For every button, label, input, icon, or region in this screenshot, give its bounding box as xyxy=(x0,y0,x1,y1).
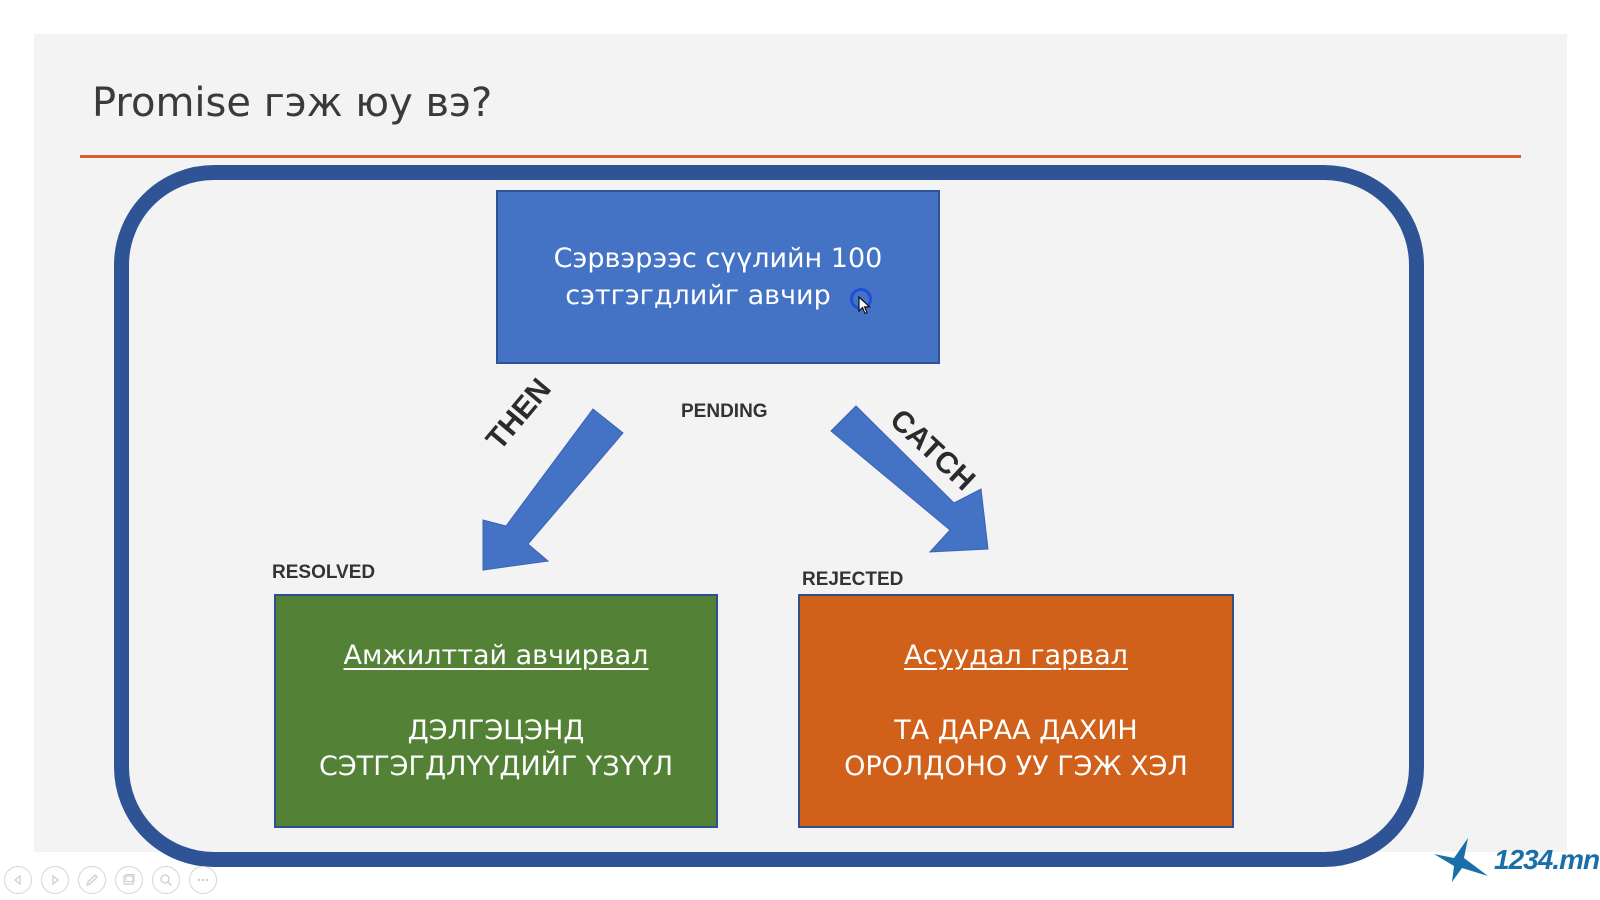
resolved-label: RESOLVED xyxy=(272,562,376,583)
logo-text: 1234.mn xyxy=(1494,844,1600,875)
pen-icon[interactable] xyxy=(78,866,106,894)
rejected-body: ТА ДАРАА ДАХИН ОРОЛДОНО УУ ГЭЖ ХЭЛ xyxy=(800,713,1232,785)
rejected-box: Асуудал гарвал ТА ДАРАА ДАХИН ОРОЛДОНО У… xyxy=(798,594,1234,828)
bird-logo-icon xyxy=(1434,838,1488,882)
zoom-icon[interactable] xyxy=(152,866,180,894)
request-line-2: сэтгэгдлийг авчир xyxy=(565,280,831,311)
resolved-body: ДЭЛГЭЦЭНД СЭТГЭГДЛҮҮДИЙГ ҮЗҮҮЛ xyxy=(276,713,716,785)
pending-label: PENDING xyxy=(681,401,768,422)
rejected-label: REJECTED xyxy=(802,569,904,590)
presentation-controls xyxy=(4,866,217,894)
slides-icon[interactable] xyxy=(115,866,143,894)
resolved-heading: Амжилттай авчирвал xyxy=(343,640,649,671)
request-line-1: Сэрвэрээс сүүлийн 100 xyxy=(553,243,883,274)
rejected-heading: Асуудал гарвал xyxy=(904,640,1128,671)
slide-title: Promise гэж юу вэ? xyxy=(92,80,493,126)
rejected-body-line-2: ОРОЛДОНО УУ ГЭЖ ХЭЛ xyxy=(844,751,1188,782)
diagram-frame xyxy=(114,165,1424,867)
title-divider xyxy=(80,155,1521,158)
mouse-pointer-icon xyxy=(858,296,872,315)
more-icon[interactable] xyxy=(189,866,217,894)
request-box: Сэрвэрээс сүүлийн 100 сэтгэгдлийг авчир xyxy=(496,190,940,364)
brand-logo: 1234.mn xyxy=(1432,836,1600,884)
next-icon[interactable] xyxy=(41,866,69,894)
rejected-body-line-1: ТА ДАРАА ДАХИН xyxy=(894,715,1138,746)
resolved-body-line-1: ДЭЛГЭЦЭНД xyxy=(407,715,585,746)
previous-icon[interactable] xyxy=(4,866,32,894)
resolved-body-line-2: СЭТГЭГДЛҮҮДИЙГ ҮЗҮҮЛ xyxy=(319,751,673,782)
resolved-box: Амжилттай авчирвал ДЭЛГЭЦЭНД СЭТГЭГДЛҮҮД… xyxy=(274,594,718,828)
